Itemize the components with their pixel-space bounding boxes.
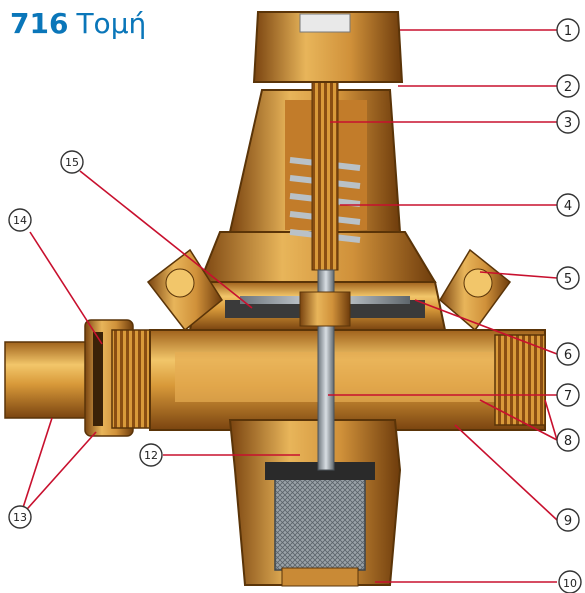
svg-text:12: 12 <box>144 449 158 462</box>
callout-12: 12 <box>139 443 163 467</box>
svg-text:14: 14 <box>13 214 27 227</box>
valve-body <box>4 11 546 587</box>
callout-4: 4 <box>556 193 580 217</box>
callout-2: 2 <box>556 74 580 98</box>
svg-text:1: 1 <box>564 24 572 39</box>
svg-text:2: 2 <box>564 80 572 95</box>
svg-text:6: 6 <box>564 348 572 363</box>
callout-8: 8 <box>556 428 580 452</box>
callout-9: 9 <box>556 508 580 532</box>
callout-10: 10 <box>558 570 582 593</box>
callout-5: 5 <box>556 266 580 290</box>
svg-text:5: 5 <box>564 272 572 287</box>
svg-text:8: 8 <box>564 434 572 449</box>
callout-7: 7 <box>556 383 580 407</box>
svg-text:9: 9 <box>564 514 572 529</box>
svg-text:3: 3 <box>564 116 572 131</box>
callout-15: 15 <box>60 150 84 174</box>
callout-3: 3 <box>556 110 580 134</box>
callout-13: 13 <box>8 505 32 529</box>
model-number: 716 <box>10 7 69 40</box>
callout-6: 6 <box>556 342 580 366</box>
svg-text:13: 13 <box>13 511 27 524</box>
leader-lines <box>19 29 558 583</box>
svg-text:7: 7 <box>564 389 572 404</box>
callout-1: 1 <box>556 18 580 42</box>
svg-text:15: 15 <box>65 156 79 169</box>
callout-14: 14 <box>8 208 32 232</box>
svg-text:10: 10 <box>563 577 577 590</box>
title-text: Τομή <box>76 7 147 40</box>
svg-text:4: 4 <box>564 199 572 214</box>
